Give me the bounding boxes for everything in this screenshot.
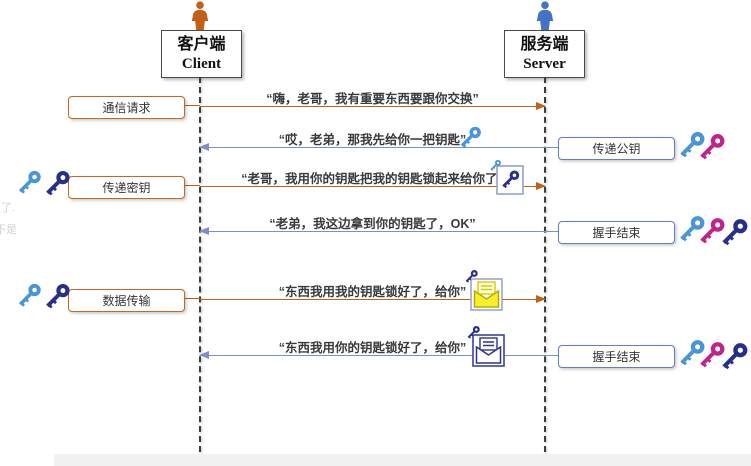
message-3-line — [200, 186, 545, 187]
message-4-arrowhead — [199, 226, 209, 235]
message-2-text: “哎，老弟，那我先给你一把钥匙” — [278, 133, 467, 147]
message-1-line — [200, 106, 545, 107]
server-private-key-icon — [719, 341, 750, 372]
message-5-text: “东西我用我的钥匙锁好了，给你” — [278, 285, 467, 299]
message-3-arrowhead — [536, 181, 546, 190]
stage-label-handshake-done-2: 握手结束 — [558, 344, 675, 368]
server-session-key-icon — [697, 132, 727, 162]
encrypted-key-box-icon — [490, 159, 524, 195]
message-3-text: “老哥，我用你的钥匙把我的钥匙锁起来给你了” — [241, 172, 504, 186]
connector-handshake-done-1 — [545, 231, 558, 232]
encrypted-data-envelope-white-icon — [467, 326, 505, 367]
connector-data-transfer — [183, 298, 200, 299]
message-6-text: “东西我用你的钥匙锁好了，给你” — [278, 341, 467, 355]
client-lifeline — [199, 77, 201, 452]
edge-text-fragment: 不是 — [0, 224, 17, 236]
stage-label-pass-secret-key: 传递密钥 — [68, 175, 185, 199]
stage-label-pass-public-key: 传递公钥 — [558, 136, 675, 160]
message-1-text: “嗨，老哥，我有重要东西要跟你交换” — [266, 92, 479, 106]
client-actor-box: 客户端 Client — [161, 30, 242, 78]
connector-pass-public-key — [545, 147, 558, 148]
edge-text-fragment: 了. — [1, 202, 16, 214]
server-person-icon — [536, 1, 554, 31]
client-private-key-icon — [43, 282, 72, 311]
message-5-arrowhead — [536, 294, 546, 303]
stage-label-data-transfer: 数据传输 — [68, 288, 185, 312]
client-subtitle: Client — [181, 55, 222, 72]
message-6-arrowhead — [199, 350, 209, 359]
message-5-line — [200, 299, 545, 300]
encrypted-data-envelope-yellow-icon — [465, 270, 503, 311]
server-lifeline — [544, 77, 546, 452]
stage-label-handshake-done-1: 握手结束 — [558, 220, 675, 244]
message-2-arrowhead — [199, 142, 209, 151]
server-actor-box: 服务端 Server — [504, 30, 585, 78]
message-4-line — [200, 231, 545, 232]
server-subtitle: Server — [523, 55, 566, 72]
client-private-key-icon — [43, 169, 72, 198]
client-public-key-icon — [18, 170, 41, 195]
client-person-icon — [191, 1, 209, 31]
server-private-key-icon — [719, 217, 750, 248]
message-4-text: “老弟，我这边拿到你的钥匙了，OK” — [269, 217, 476, 231]
connector-pass-secret-key — [183, 185, 200, 186]
public-key-icon — [460, 126, 481, 149]
bottom-gray-strip — [54, 454, 751, 466]
message-6-line — [200, 355, 545, 356]
client-public-key-icon — [18, 283, 41, 308]
message-2-line — [200, 147, 545, 148]
client-title: 客户端 — [177, 35, 226, 53]
server-title: 服务端 — [520, 35, 569, 53]
connector-handshake-done-2 — [545, 355, 558, 356]
connector-comm-request — [183, 105, 200, 106]
stage-label-comm-request: 通信请求 — [68, 95, 185, 119]
message-1-arrowhead — [536, 101, 546, 110]
